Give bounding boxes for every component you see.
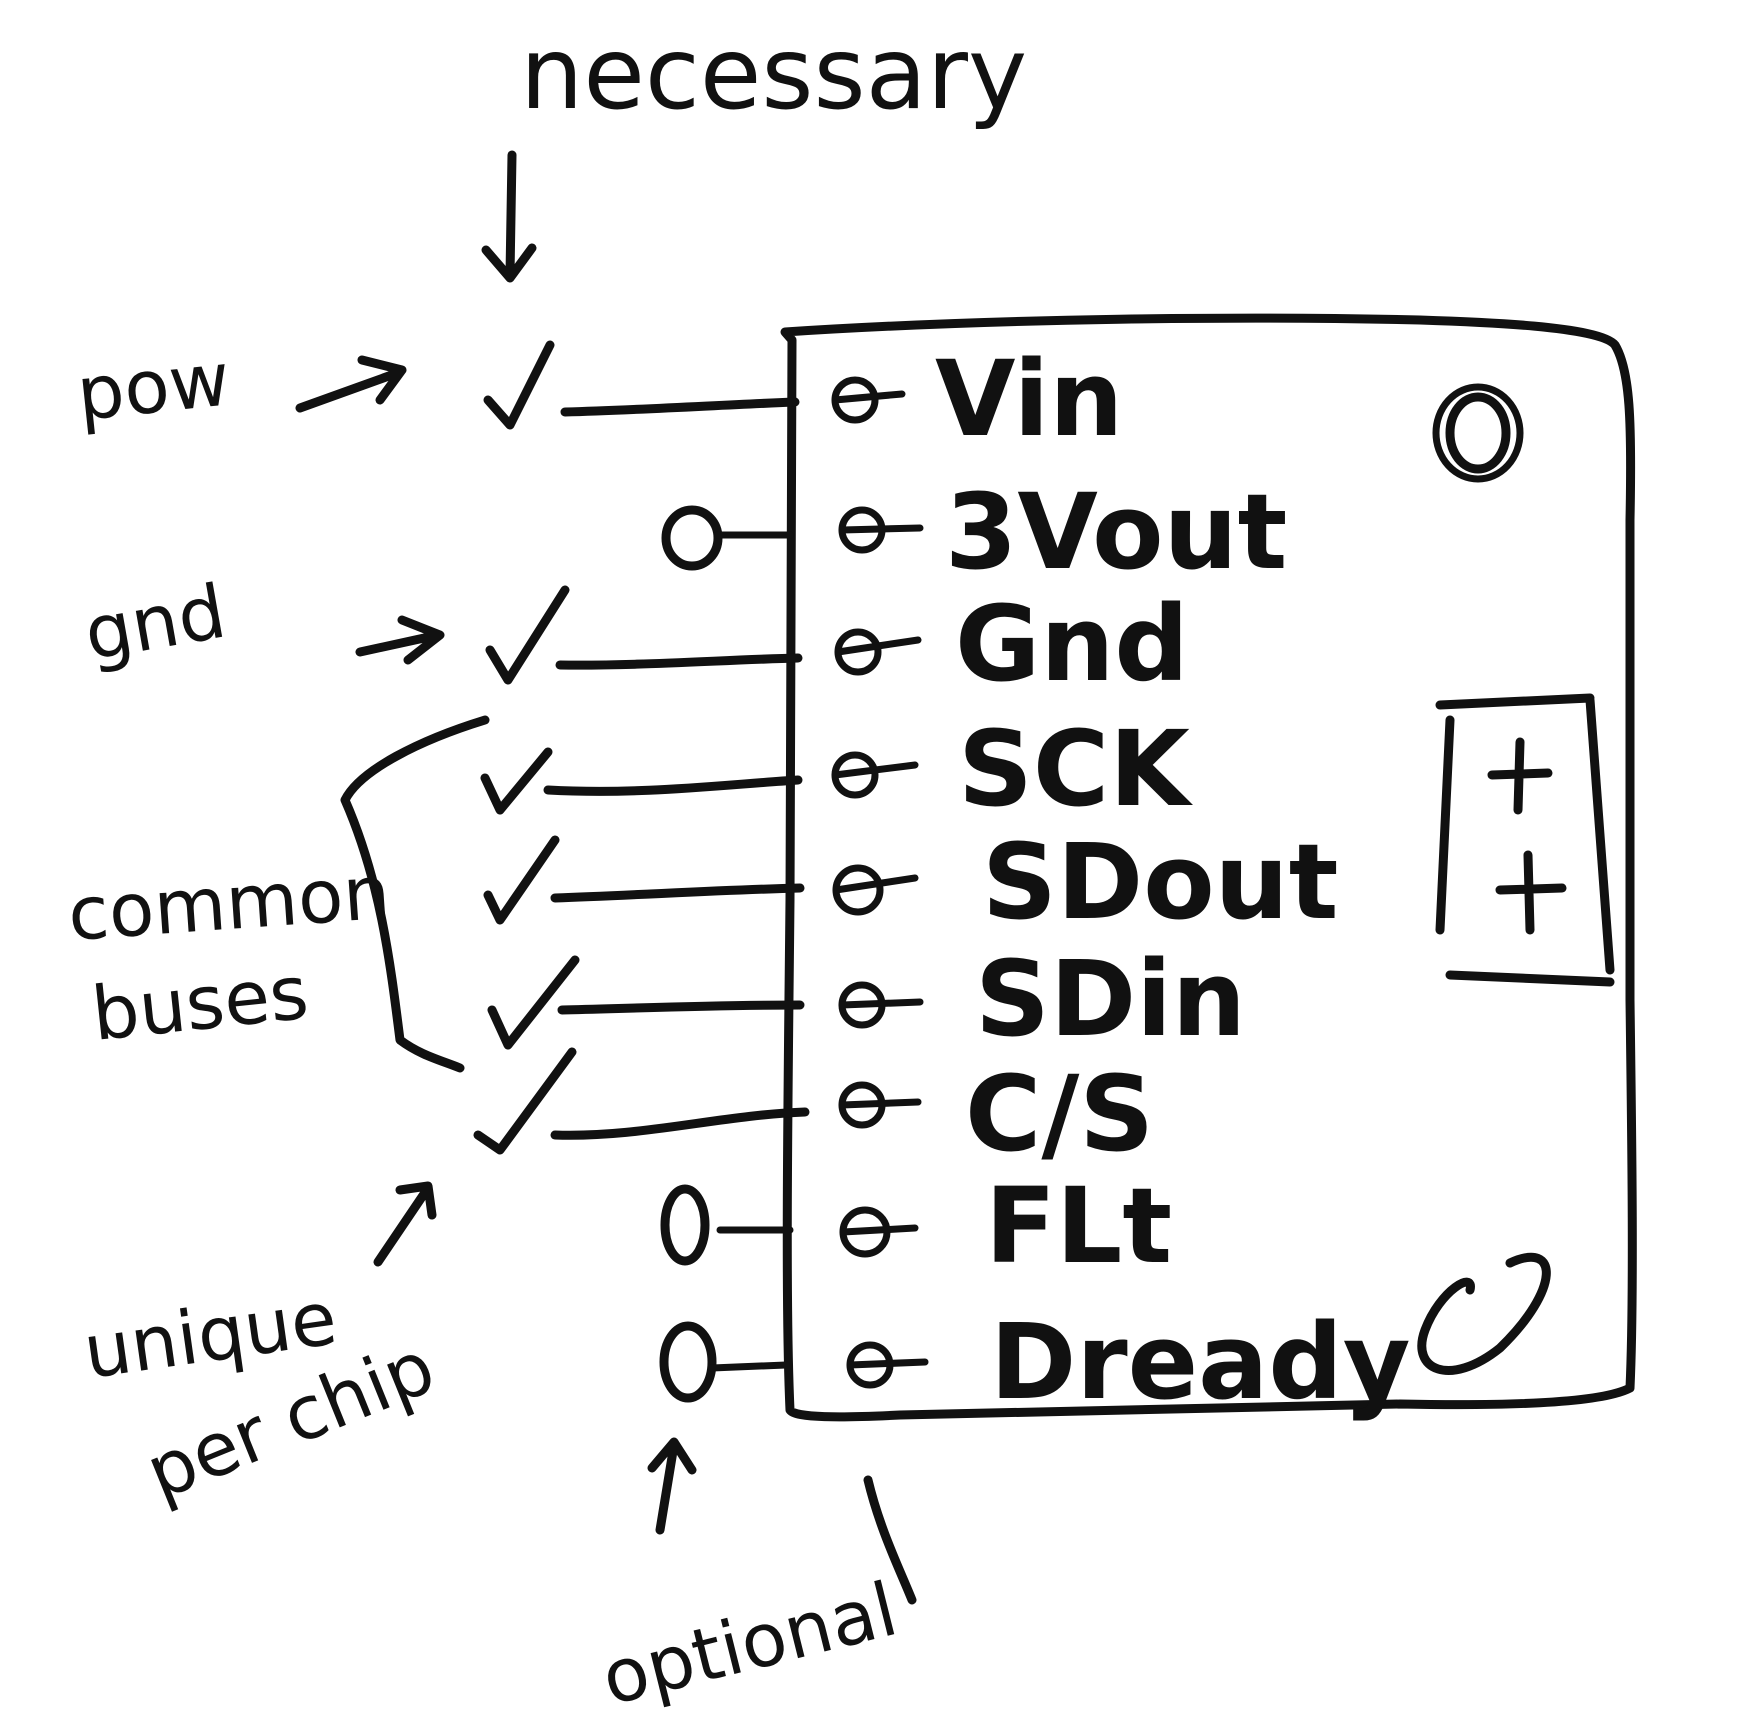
pin-row-sck: SCK bbox=[480, 708, 1193, 830]
optional-circle-icon bbox=[659, 1321, 717, 1403]
plus-icon bbox=[1495, 850, 1567, 935]
pin-label: FLt bbox=[985, 1165, 1172, 1287]
pin-label: Gnd bbox=[955, 583, 1189, 705]
brace-icon bbox=[340, 715, 490, 1073]
common-buses-note-line1: common bbox=[65, 850, 393, 958]
optional-note-tail bbox=[863, 1475, 917, 1605]
necessary-heading: necessary bbox=[520, 15, 1027, 132]
check-mark-icon bbox=[483, 340, 555, 430]
pin-row-cs: C/S bbox=[473, 1047, 1154, 1175]
mounting-hole-icon bbox=[1417, 1252, 1551, 1375]
capacitor-outline bbox=[1435, 693, 1615, 987]
common-buses-note-line2: buses bbox=[88, 950, 312, 1058]
plus-icon bbox=[1487, 737, 1553, 815]
pin-label: Vin bbox=[935, 338, 1123, 460]
check-mark-icon bbox=[487, 955, 580, 1050]
check-mark-icon bbox=[485, 585, 570, 685]
board-outline bbox=[780, 313, 1637, 1422]
pin-row-sdout: SDout bbox=[483, 821, 1338, 943]
pin-label: C/S bbox=[965, 1053, 1154, 1175]
mounting-hole-icon bbox=[1432, 383, 1524, 483]
pin-label: SDout bbox=[982, 821, 1338, 943]
optional-circle-icon bbox=[660, 1184, 710, 1266]
pin-label: SDin bbox=[975, 938, 1246, 1060]
arrow-icon bbox=[355, 615, 445, 665]
optional-circle-icon bbox=[661, 505, 723, 571]
arrow-icon bbox=[647, 1437, 697, 1535]
arrow-icon bbox=[295, 355, 407, 413]
pin-row-vin: Vin bbox=[483, 338, 1123, 460]
pin-label: SCK bbox=[958, 708, 1193, 830]
optional-note: optional bbox=[594, 1566, 906, 1722]
pin-row-dready: Dready bbox=[659, 1301, 1411, 1423]
pin-row-flt: FLt bbox=[660, 1165, 1172, 1287]
power-note: pow bbox=[73, 336, 234, 437]
pin-label: Dready bbox=[990, 1301, 1411, 1423]
pin-row-3vout: 3Vout bbox=[661, 471, 1287, 593]
check-mark-icon bbox=[473, 1047, 577, 1155]
pin-label: 3Vout bbox=[945, 471, 1287, 593]
arrow-icon bbox=[373, 1181, 437, 1267]
down-arrow-icon bbox=[481, 150, 537, 283]
ground-note: gnd bbox=[78, 569, 232, 678]
check-mark-icon bbox=[483, 835, 560, 925]
pin-row-gnd: Gnd bbox=[485, 583, 1189, 705]
pin-row-sdin: SDin bbox=[487, 938, 1246, 1060]
check-mark-icon bbox=[480, 747, 553, 815]
